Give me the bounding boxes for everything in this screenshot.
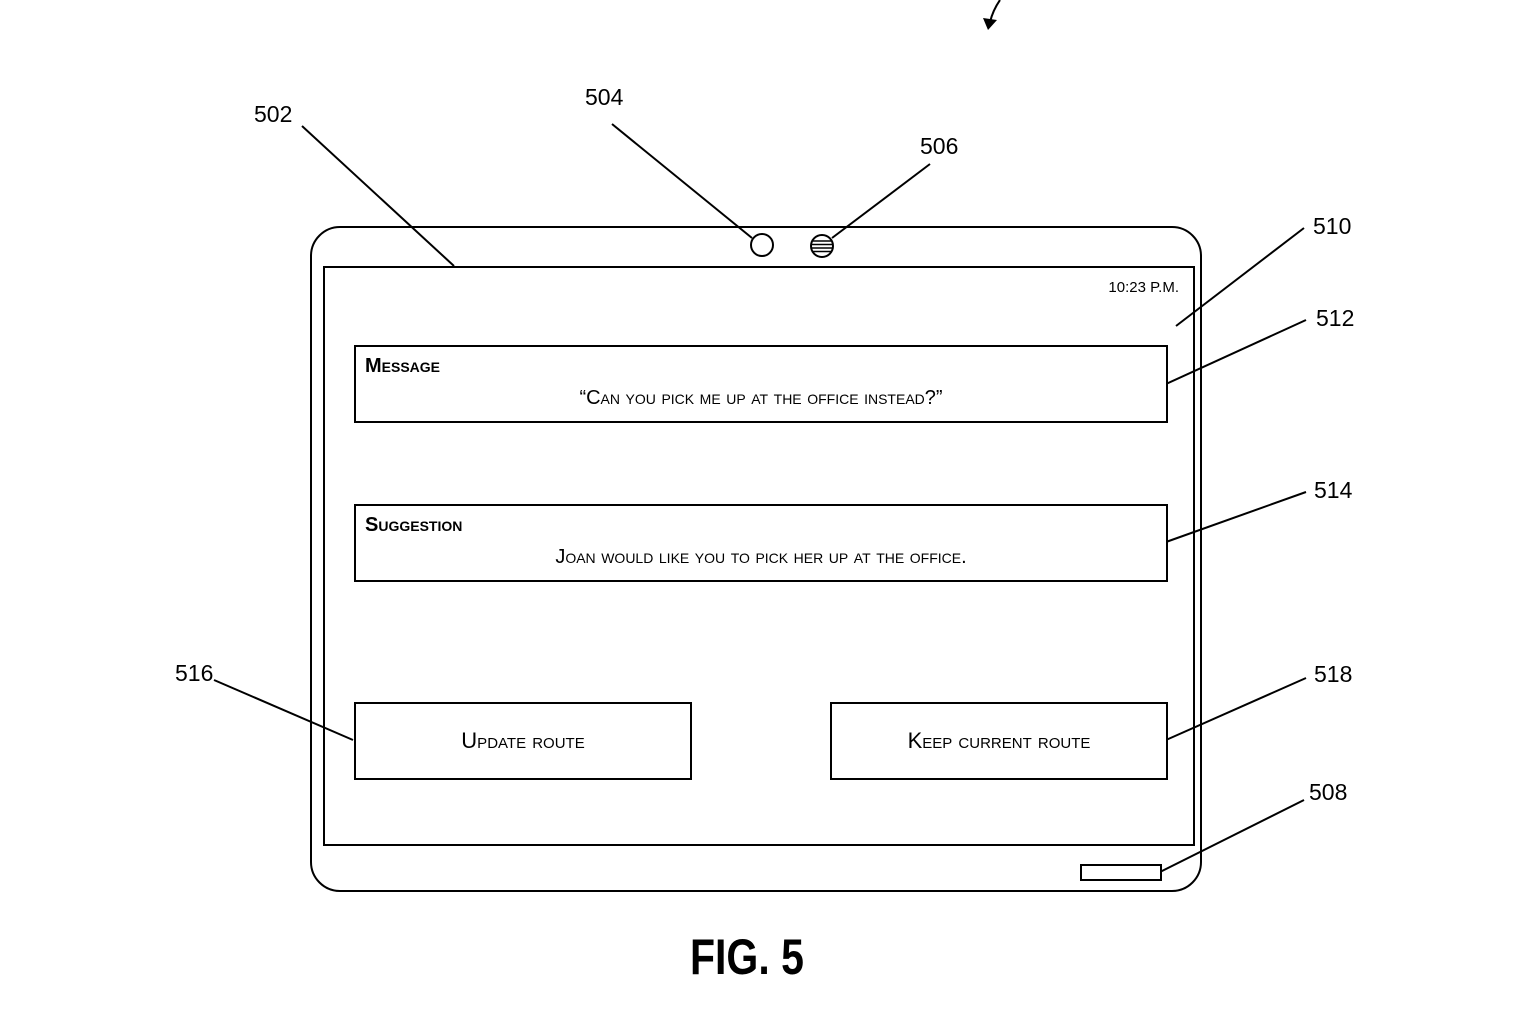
device-screen: 10:23 P.M. Message “Can you pick me up a…	[323, 266, 1195, 846]
figure-arrowhead-icon	[983, 18, 997, 30]
leader-504	[611, 123, 753, 239]
ref-label-518: 518	[1314, 661, 1353, 687]
ref-label-512: 512	[1316, 305, 1355, 331]
message-body: “Can you pick me up at the office instea…	[579, 387, 943, 409]
keep-current-route-button[interactable]: Keep current route	[830, 702, 1168, 780]
suggestion-title: Suggestion	[365, 514, 463, 536]
leader-514	[1165, 491, 1307, 543]
message-title: Message	[365, 355, 441, 377]
ref-label-514: 514	[1314, 477, 1353, 503]
home-button[interactable]	[1080, 864, 1162, 881]
figure-arrow-line	[989, 0, 1001, 23]
ref-label-504: 504	[585, 84, 624, 110]
ref-label-508: 508	[1309, 779, 1348, 805]
suggestion-card: Suggestion Joan would like you to pick h…	[354, 504, 1168, 582]
ref-label-510: 510	[1313, 213, 1352, 239]
camera-icon	[750, 233, 774, 257]
leader-508	[1159, 799, 1305, 873]
leader-518	[1165, 677, 1307, 741]
leader-516	[213, 679, 354, 741]
message-card: Message “Can you pick me up at the offic…	[354, 345, 1168, 423]
figure-caption: FIG. 5	[690, 929, 804, 985]
leader-506	[831, 163, 931, 239]
leader-502	[301, 125, 455, 267]
leader-512	[1165, 319, 1307, 385]
ref-label-516: 516	[175, 660, 214, 686]
ref-label-502: 502	[254, 101, 293, 127]
status-clock: 10:23 P.M.	[1108, 279, 1179, 296]
update-route-button[interactable]: Update route	[354, 702, 692, 780]
ref-label-506: 506	[920, 133, 959, 159]
tablet-device	[310, 226, 1202, 892]
leader-510	[1175, 227, 1305, 327]
speaker-icon	[810, 234, 834, 258]
suggestion-body: Joan would like you to pick her up at th…	[555, 546, 967, 568]
